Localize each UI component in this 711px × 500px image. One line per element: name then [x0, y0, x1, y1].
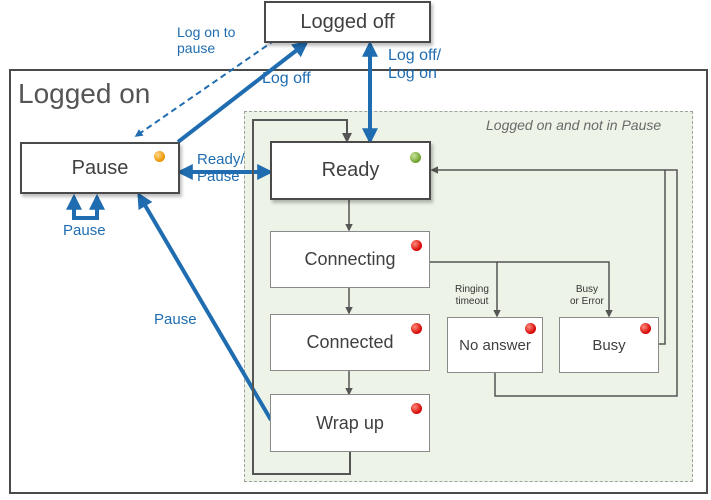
- arrow-log-off: [176, 41, 309, 144]
- label-log-off-on-line2: Log on: [388, 65, 437, 83]
- label-busy-or-error-line1: Busy: [575, 284, 599, 295]
- label-log-off-on: Log off/ Log on: [388, 47, 441, 84]
- state-connected-label: Connected: [306, 332, 394, 352]
- state-wrap-up: Wrap up: [270, 394, 430, 452]
- status-orange-icon: [154, 151, 165, 162]
- label-log-off: Log off: [262, 70, 311, 87]
- state-busy-label: Busy: [592, 336, 626, 354]
- state-ready: Ready: [270, 141, 431, 200]
- loop-wrapup-to-ready: [252, 119, 352, 475]
- state-wrap-up-label: Wrap up: [316, 412, 384, 433]
- label-pause-self: Pause: [63, 222, 106, 239]
- label-ringing-timeout-line1: Ringing: [455, 284, 489, 295]
- state-connected: Connected: [270, 314, 430, 371]
- label-log-on-to-pause-line2: pause: [177, 40, 216, 57]
- label-ringing-timeout-line2: timeout: [455, 295, 489, 307]
- status-red-icon: [640, 323, 651, 334]
- state-pause-label: Pause: [71, 156, 129, 179]
- status-red-icon: [525, 323, 536, 334]
- state-logged-off: Logged off: [264, 1, 431, 43]
- label-log-on-to-pause-line1: Log on to: [177, 24, 236, 40]
- label-busy-or-error: Busy or Error: [570, 284, 604, 307]
- arrow-pause-self: [66, 193, 105, 220]
- return-no-answer-to-ready: [494, 169, 678, 397]
- status-red-icon: [411, 240, 422, 251]
- label-ringing-timeout: Ringing timeout: [455, 284, 489, 307]
- state-connecting-label: Connecting: [304, 249, 396, 269]
- not-in-pause-title: Logged on and not in Pause: [486, 117, 662, 133]
- state-busy: Busy: [559, 317, 659, 373]
- label-busy-or-error-line2: or Error: [570, 295, 604, 307]
- label-ready-pause: Ready/ Pause: [197, 151, 245, 186]
- state-no-answer: No answer: [447, 317, 543, 373]
- label-log-on-to-pause: Log on to pause: [177, 24, 235, 56]
- label-pause-from-wrap-up: Pause: [154, 311, 197, 328]
- status-green-icon: [410, 152, 421, 163]
- status-red-icon: [411, 403, 422, 414]
- arrow-pause-from-wrap-up: [137, 192, 273, 422]
- arrow-log-on-to-pause: [134, 39, 276, 137]
- arrow-connecting-busy: [497, 261, 613, 318]
- logged-on-title: Logged on: [18, 78, 151, 109]
- label-ready-pause-line2: Pause: [197, 168, 240, 186]
- state-connecting: Connecting: [270, 231, 430, 288]
- state-no-answer-label: No answer: [459, 336, 531, 354]
- state-pause: Pause: [20, 142, 180, 194]
- state-logged-off-label: Logged off: [300, 10, 395, 33]
- label-ready-pause-line1: Ready/: [197, 151, 245, 168]
- status-red-icon: [411, 323, 422, 334]
- state-ready-label: Ready: [321, 159, 380, 181]
- return-busy-to-ready: [430, 166, 666, 345]
- label-log-off-on-line1: Log off/: [388, 47, 442, 64]
